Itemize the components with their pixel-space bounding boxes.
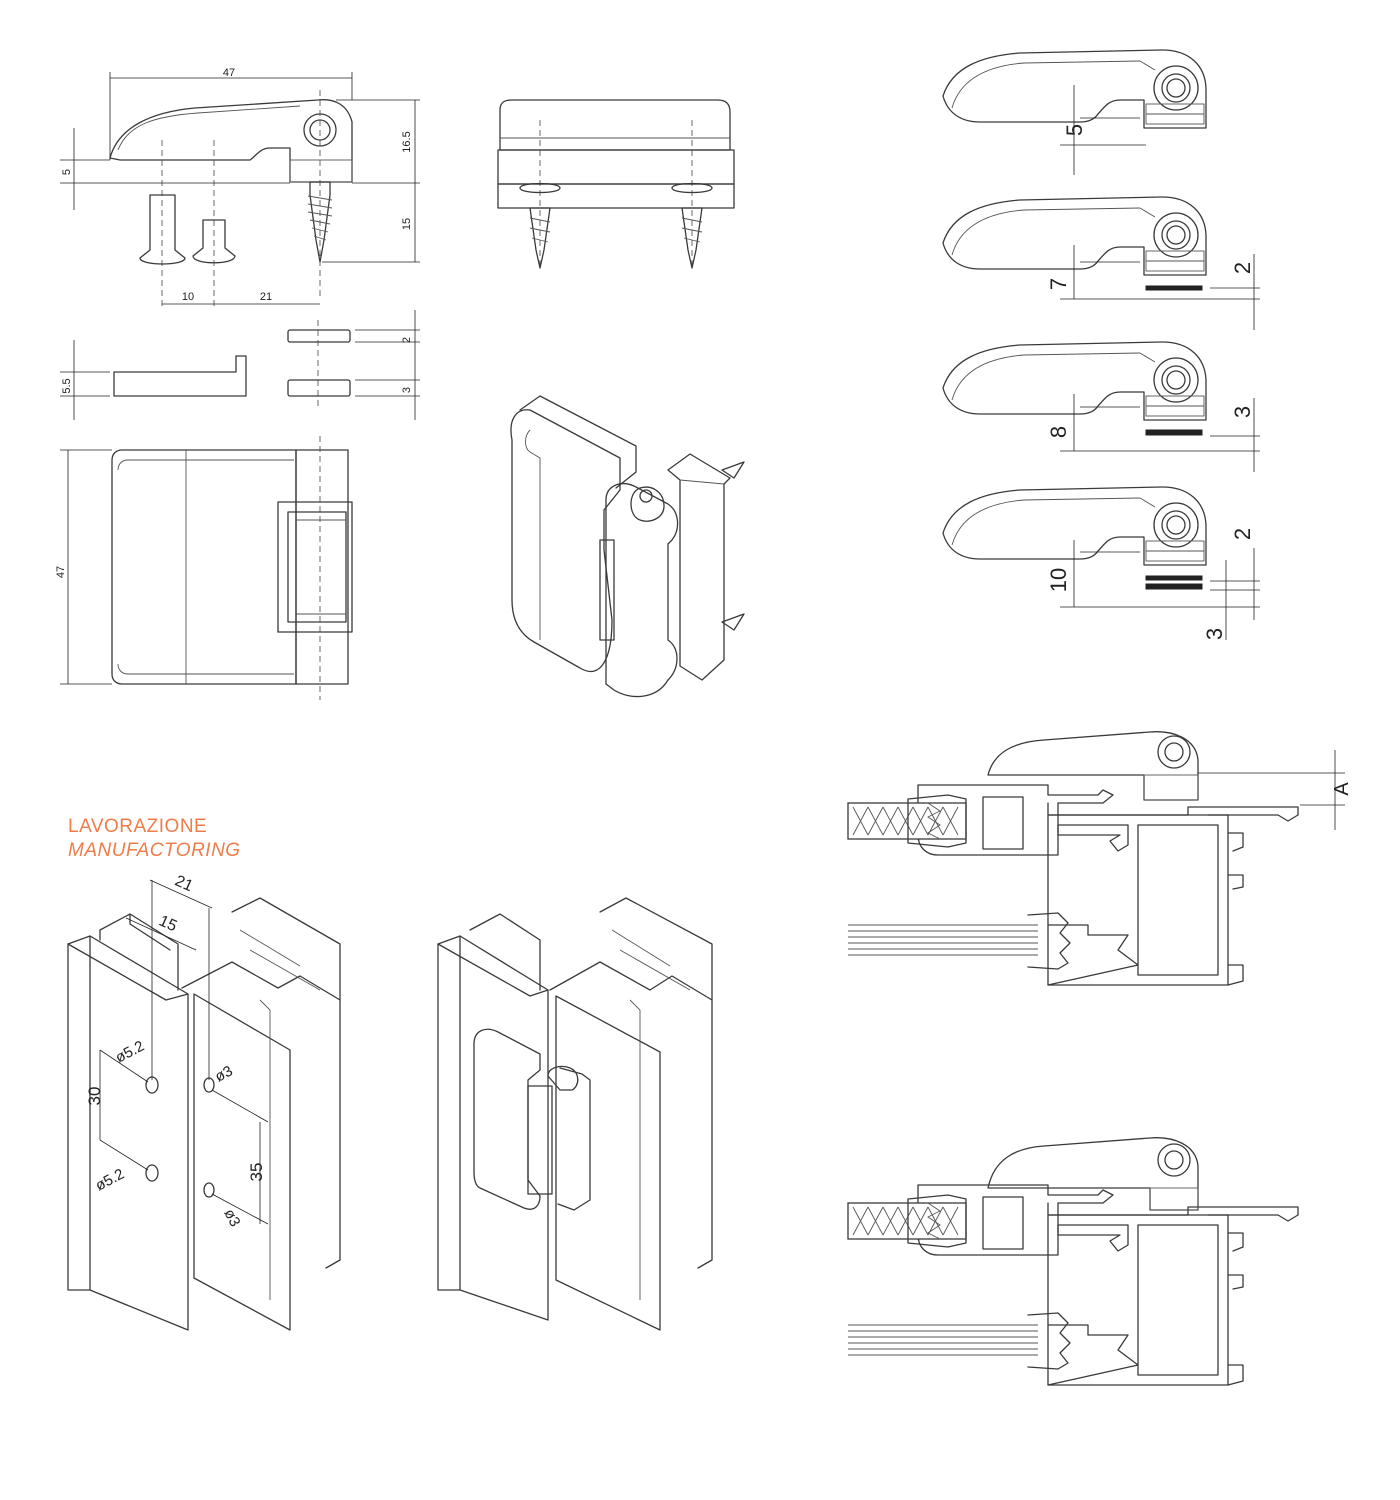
- machining-dim-15: 15: [156, 913, 179, 936]
- machining-dim-30: 30: [85, 1087, 104, 1106]
- bushing-short: [192, 219, 236, 264]
- top-view: [497, 99, 735, 270]
- dim-hole-offset: 21: [260, 291, 272, 303]
- dim-screw: 15: [401, 218, 413, 230]
- hinge-leaf-side: [109, 99, 353, 183]
- spacer-plate: [113, 355, 247, 397]
- hole-small-1: ø3: [212, 1062, 235, 1085]
- dim-front-height: 47: [55, 566, 67, 578]
- shim-thick: [287, 379, 351, 397]
- shims: 2 3 5.5: [60, 310, 420, 420]
- machining-drawing: 21 15 ø5.2 ø5.2 ø3 ø3 30 35: [67, 873, 341, 1331]
- machining-dim-21: 21: [172, 873, 195, 896]
- dim-lever: 5: [61, 169, 73, 175]
- variant-4-lever: 10: [1046, 568, 1071, 592]
- section-view-1: A: [847, 731, 1353, 986]
- dim-shim-thin: 2: [401, 337, 413, 343]
- variant-10mm: 10 2 3: [942, 486, 1260, 640]
- variant-2-lever: 7: [1046, 278, 1071, 290]
- dim-hole-gap: 10: [182, 291, 194, 303]
- hole-large-2: ø5.2: [93, 1165, 127, 1194]
- variant-3-shim: 3: [1230, 406, 1255, 418]
- shim-thin: [287, 329, 351, 343]
- screw-top-right: [681, 207, 703, 269]
- variant-2-shim: 2: [1230, 262, 1255, 274]
- assembled-profiles: [437, 897, 713, 1331]
- bushing-long: [139, 194, 186, 265]
- side-view: 47 5 16.5 15 10 21: [60, 67, 420, 310]
- section-view-2: [847, 1137, 1299, 1386]
- dim-a: A: [1331, 782, 1353, 796]
- variant-7mm: 7 2: [942, 196, 1260, 330]
- hinge-mounted: [473, 1028, 541, 1210]
- variant-8mm: 8 3: [942, 341, 1260, 472]
- hinge-isometric: [510, 395, 745, 698]
- screw-side: [309, 181, 331, 263]
- dim-plate: 5.5: [61, 378, 73, 393]
- heading-manufacturing-it: LAVORAZIONE: [68, 816, 208, 837]
- variant-1-lever: 5: [1062, 124, 1087, 136]
- variant-4-shim-a: 2: [1230, 528, 1255, 540]
- dim-shim-thick: 3: [401, 387, 413, 393]
- heading-manufacturing-en: MANUFACTORING: [68, 840, 241, 861]
- front-view: 47: [55, 436, 353, 700]
- hole-large-1: ø5.2: [113, 1037, 147, 1066]
- variant-3-lever: 8: [1046, 426, 1071, 438]
- dim-width: 47: [223, 67, 235, 79]
- variant-4-shim-b: 3: [1202, 628, 1227, 640]
- screw-top-left: [529, 207, 551, 269]
- variant-5mm: 5: [942, 49, 1207, 175]
- dim-height: 16.5: [401, 131, 413, 152]
- hole-small-2: ø3: [220, 1206, 243, 1229]
- machining-dim-35: 35: [247, 1163, 266, 1182]
